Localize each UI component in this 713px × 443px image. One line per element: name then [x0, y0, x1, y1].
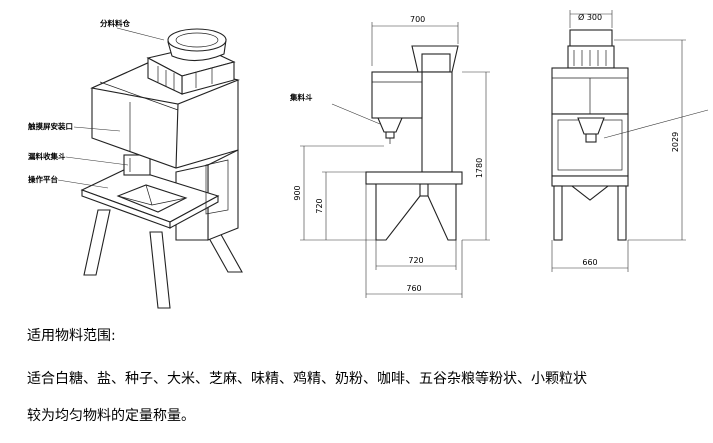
side-view [365, 45, 463, 241]
dim-side-top-width: 700 [410, 15, 425, 24]
description-heading: 适用物料范围: [27, 328, 116, 344]
front-view [551, 29, 629, 241]
isometric-view [80, 28, 243, 309]
iso-leg-front [149, 231, 171, 309]
label-touchscreen: 触摸屏安装口 [28, 121, 73, 131]
description-line-1: 适合白糖、盐、种子、大米、芝麻、味精、鸡精、奶粉、咖啡、五谷杂粮等粉状、小颗粒状 [27, 371, 587, 387]
dim-side-overall-width: 760 [406, 284, 421, 293]
dim-side-base-width: 720 [408, 256, 423, 265]
iso-leg-left [83, 209, 111, 276]
label-collector: 集料斗 [289, 92, 313, 102]
side-column [421, 71, 453, 173]
dim-side-height-inner: 720 [315, 198, 324, 213]
dim-front-base-width: 660 [582, 258, 597, 267]
dim-front-diameter: Ø 300 [578, 12, 602, 22]
dim-side-height-platform: 900 [293, 185, 302, 200]
dim-front-height-total: 2029 [671, 132, 680, 152]
label-platform: 操作平台 [28, 174, 58, 184]
description-line-2: 较为均匀物料的定量称量。 [27, 408, 195, 424]
label-funnel: 漏料收集斗 [28, 151, 66, 161]
side-upper-block [371, 71, 423, 119]
label-hopper: 分料料仓 [100, 18, 130, 28]
dim-side-height-total: 1780 [475, 158, 484, 178]
